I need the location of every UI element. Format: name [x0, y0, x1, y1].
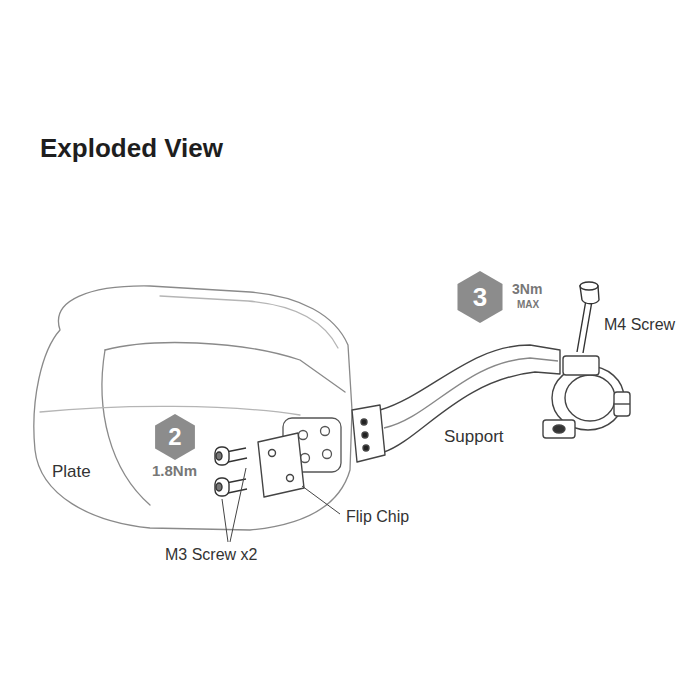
- plate-fold-line: [40, 406, 300, 415]
- flip-chip-drawing: [258, 433, 304, 497]
- leader-lines: [222, 468, 340, 542]
- clamp-slit: [614, 403, 630, 404]
- m4-screw: [577, 282, 599, 353]
- boss-hole: [321, 427, 330, 436]
- flip-chip-hole: [269, 450, 276, 457]
- support-arm-bevel: [384, 358, 558, 428]
- part-name: Flip Chip: [344, 508, 411, 526]
- boss-hole: [323, 450, 332, 459]
- clamp-hole: [553, 425, 565, 433]
- support-hole: [363, 445, 369, 451]
- callout-hexagon: 3: [454, 271, 506, 323]
- plate-inner-edge: [102, 350, 150, 505]
- part-name: M4 Screw: [602, 316, 677, 334]
- m3-screw-head: [215, 447, 229, 465]
- part-name: M3 Screw x2: [163, 546, 259, 564]
- hexagon-fill: [155, 414, 195, 460]
- boss-hole: [301, 454, 310, 463]
- plate-rim: [160, 296, 338, 348]
- torque-note: MAX: [515, 299, 541, 311]
- leader-line: [230, 468, 246, 542]
- clamp-bore: [565, 375, 615, 421]
- flip-chip-plate: [258, 433, 304, 497]
- m3-screw-head: [215, 478, 229, 496]
- support-block: [352, 405, 385, 462]
- callout-number: 2: [168, 425, 181, 449]
- clamp-tab: [614, 392, 630, 416]
- m3-screw-socket: [216, 452, 222, 460]
- hexagon-fill: [457, 271, 502, 323]
- support-drawing: [352, 345, 630, 462]
- callout-hexagon: 2: [152, 414, 198, 460]
- part-name: Plate: [50, 462, 93, 482]
- clamp-tab: [543, 420, 575, 438]
- support-hole: [361, 419, 367, 425]
- part-name: Support: [442, 427, 506, 447]
- plate-inner-edge: [105, 343, 345, 392]
- leader-line: [222, 499, 228, 542]
- plate-outline: [34, 286, 352, 530]
- leader-line: [302, 486, 340, 514]
- diagram-title: Exploded View: [40, 133, 223, 164]
- plate-drawing: [34, 286, 352, 530]
- flip-chip-hole: [287, 475, 294, 482]
- clamp-tab: [563, 356, 599, 375]
- m3-screw-socket: [216, 483, 222, 491]
- support-hole: [362, 432, 368, 438]
- m3-screws: [215, 447, 247, 496]
- callout-number: 3: [473, 284, 487, 310]
- boss-hole: [299, 431, 308, 440]
- torque-value: 3Nm: [510, 281, 544, 297]
- m4-screw-top: [580, 282, 598, 290]
- support-arm: [380, 345, 560, 452]
- m4-screw-shaft: [577, 300, 592, 353]
- torque-value: 1.8Nm: [150, 462, 199, 479]
